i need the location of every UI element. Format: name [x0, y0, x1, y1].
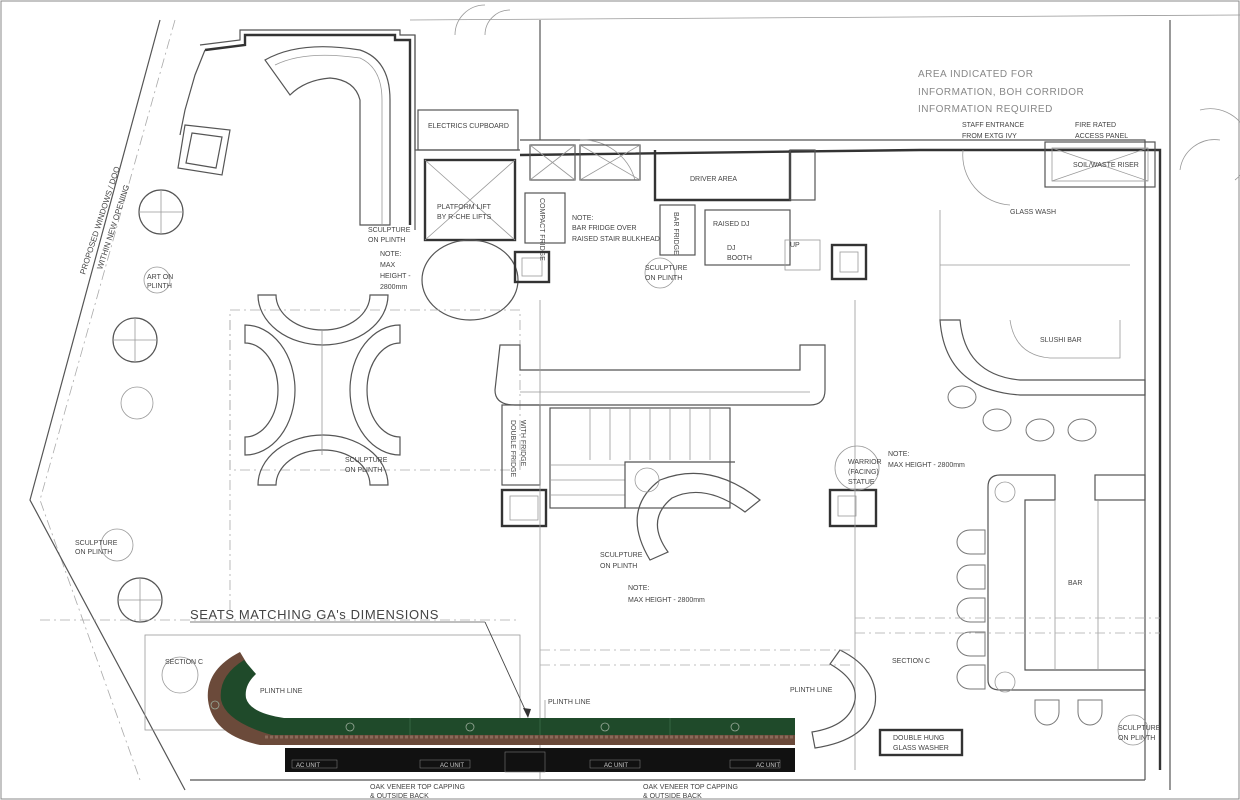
- compact-fridge: COMPACT FRIDGE: [524, 192, 566, 261]
- svg-text:MAX: MAX: [380, 262, 396, 269]
- svg-text:GLASS WASH: GLASS WASH: [1010, 209, 1056, 216]
- svg-text:INFORMATION, BOH CORRIDOR: INFORMATION, BOH CORRIDOR: [918, 87, 1084, 98]
- svg-text:FROM EXTG IVY: FROM EXTG IVY: [962, 133, 1017, 140]
- area-note: AREA INDICATED FOR: [918, 69, 1034, 80]
- round-table: [421, 239, 519, 321]
- svg-text:DJ: DJ: [727, 245, 736, 252]
- main-bar: BAR: [987, 474, 1146, 693]
- svg-text:SCULPTURE: SCULPTURE: [1118, 725, 1161, 732]
- dj-booth: BAR FRIDGE RAISED DJ DJ BOOTH UP: [659, 204, 821, 271]
- svg-text:RAISED DJ: RAISED DJ: [713, 221, 750, 228]
- svg-text:BY R-CHE LIFTS: BY R-CHE LIFTS: [437, 214, 492, 221]
- svg-text:SECTION C: SECTION C: [892, 658, 930, 665]
- svg-text:WITH FRIDGE: WITH FRIDGE: [519, 420, 526, 467]
- svg-text:NOTE:: NOTE:: [888, 451, 909, 458]
- bar-stools-top: [947, 385, 1097, 442]
- bar-stools-side: [956, 529, 1103, 726]
- svg-text:ON PLINTH: ON PLINTH: [1118, 735, 1155, 742]
- svg-text:ON PLINTH: ON PLINTH: [600, 563, 637, 570]
- svg-text:SCULPTURE: SCULPTURE: [345, 457, 388, 464]
- svg-text:FIRE RATED: FIRE RATED: [1075, 122, 1116, 129]
- svg-text:PLINTH LINE: PLINTH LINE: [790, 687, 833, 694]
- svg-text:RAISED STAIR BULKHEAD: RAISED STAIR BULKHEAD: [572, 236, 660, 243]
- columns: [500, 243, 878, 528]
- svg-text:(FACING): (FACING): [848, 469, 879, 476]
- svg-text:SCULPTURE: SCULPTURE: [600, 552, 643, 559]
- svg-text:MAX HEIGHT - 2800mm: MAX HEIGHT - 2800mm: [888, 462, 965, 469]
- svg-text:PLATFORM LIFT: PLATFORM LIFT: [437, 204, 492, 211]
- svg-text:DOUBLE FRIDGE: DOUBLE FRIDGE: [509, 420, 516, 478]
- green-bench: [207, 652, 796, 745]
- svg-text:PLINTH: PLINTH: [147, 283, 172, 290]
- svg-text:SCULPTURE: SCULPTURE: [75, 540, 118, 547]
- zone-lines: [40, 300, 850, 780]
- svg-text:INFORMATION REQUIRED: INFORMATION REQUIRED: [918, 104, 1053, 115]
- svg-text:PLINTH LINE: PLINTH LINE: [260, 688, 303, 695]
- svg-text:COMPACT FRIDGE: COMPACT FRIDGE: [538, 198, 545, 261]
- svg-text:MAX HEIGHT - 2800mm: MAX HEIGHT - 2800mm: [628, 597, 705, 604]
- svg-text:WARRIOR: WARRIOR: [848, 459, 882, 466]
- building-walls: [29, 14, 1240, 791]
- svg-text:SCULPTURE: SCULPTURE: [645, 265, 688, 272]
- svg-text:ON PLINTH: ON PLINTH: [368, 237, 405, 244]
- leader-arrow: [484, 621, 529, 717]
- svg-text:NOTE:: NOTE:: [572, 215, 593, 222]
- round-tables-left: [100, 189, 184, 623]
- svg-text:OAK VENEER TOP CAPPING: OAK VENEER TOP CAPPING: [370, 784, 465, 791]
- sculpture-plinth: [644, 257, 676, 289]
- doors: [454, 4, 1240, 206]
- cluster-banquettes: [229, 294, 521, 486]
- svg-text:SOIL/WASTE RISER: SOIL/WASTE RISER: [1073, 162, 1139, 169]
- svg-text:DRIVER AREA: DRIVER AREA: [690, 176, 737, 183]
- svg-text:SCULPTURE: SCULPTURE: [368, 227, 411, 234]
- double-fridge: DOUBLE FRIDGE WITH FRIDGE: [501, 404, 541, 486]
- wall-unit: [177, 124, 231, 176]
- svg-text:GLASS WASHER: GLASS WASHER: [893, 745, 949, 752]
- svg-text:ON PLINTH: ON PLINTH: [75, 549, 112, 556]
- curved-banquette-right: [811, 649, 877, 749]
- staircase: [549, 407, 735, 509]
- electrics-cupboard: ELECTRICS CUPBOARD: [417, 109, 519, 151]
- svg-text:ART ON: ART ON: [147, 274, 173, 281]
- svg-text:UP: UP: [790, 242, 800, 249]
- slushi-bar: SLUSHI BAR: [939, 319, 1146, 396]
- svg-text:NOTE:: NOTE:: [628, 585, 649, 592]
- svg-text:STATUE: STATUE: [848, 479, 875, 486]
- curved-banquette-center: [636, 472, 761, 561]
- corner-bench: [264, 46, 391, 226]
- svg-text:& OUTSIDE BACK: & OUTSIDE BACK: [370, 793, 429, 800]
- svg-text:HEIGHT -: HEIGHT -: [380, 273, 411, 280]
- svg-text:& OUTSIDE BACK: & OUTSIDE BACK: [643, 793, 702, 800]
- driver-area: DRIVER AREA: [653, 149, 816, 202]
- svg-text:2800mm: 2800mm: [380, 284, 407, 291]
- glass-washer: DOUBLE HUNG GLASS WASHER: [878, 728, 964, 757]
- svg-text:STAFF ENTRANCE: STAFF ENTRANCE: [962, 122, 1024, 129]
- svg-text:BOOTH: BOOTH: [727, 255, 752, 262]
- svg-text:SECTION C: SECTION C: [165, 659, 203, 666]
- platform-lift: PLATFORM LIFT BY R-CHE LIFTS: [423, 158, 517, 242]
- riser: SOIL/WASTE RISER: [1044, 141, 1156, 188]
- svg-text:AC UNIT: AC UNIT: [604, 763, 628, 769]
- svg-text:BAR: BAR: [1068, 580, 1082, 587]
- svg-text:PLINTH LINE: PLINTH LINE: [548, 699, 591, 706]
- svg-text:OAK VENEER TOP CAPPING: OAK VENEER TOP CAPPING: [643, 784, 738, 791]
- svg-text:BAR FRIDGE OVER: BAR FRIDGE OVER: [572, 225, 637, 232]
- svg-text:NOTE:: NOTE:: [380, 251, 401, 258]
- svg-text:ACCESS PANEL: ACCESS PANEL: [1075, 133, 1128, 140]
- ac-strip: AC UNIT AC UNIT AC UNIT AC UNIT: [285, 748, 795, 773]
- svg-text:AC UNIT: AC UNIT: [756, 763, 780, 769]
- label-electrics: ELECTRICS CUPBOARD: [428, 123, 509, 130]
- central-banquette: [494, 344, 826, 406]
- svg-text:DOUBLE HUNG: DOUBLE HUNG: [893, 735, 944, 742]
- svg-text:ON PLINTH: ON PLINTH: [645, 275, 682, 282]
- seats-note: SEATS MATCHING GA's DIMENSIONS: [190, 607, 439, 622]
- svg-text:ON PLINTH: ON PLINTH: [345, 467, 382, 474]
- svg-text:AC UNIT: AC UNIT: [440, 763, 464, 769]
- corridor-hatches: [529, 144, 641, 181]
- svg-text:SLUSHI BAR: SLUSHI BAR: [1040, 337, 1082, 344]
- svg-text:BAR FRIDGE: BAR FRIDGE: [672, 212, 679, 255]
- svg-text:AC UNIT: AC UNIT: [296, 763, 320, 769]
